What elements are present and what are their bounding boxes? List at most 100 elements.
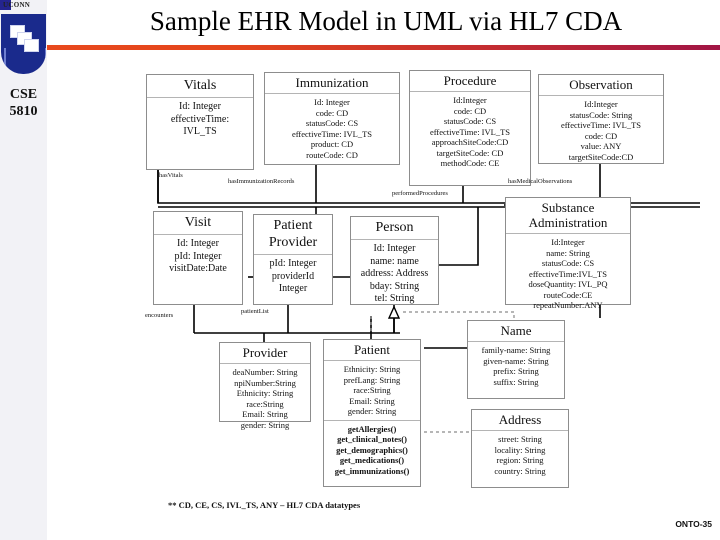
datatype-footnote: ** CD, CE, CS, IVL_TS, ANY – HL7 CDA dat… [168, 500, 361, 510]
uml-attribute: region: String [496, 455, 544, 465]
uml-operation: get_clinical_notes() [337, 434, 407, 444]
uml-attribute: repeatNumber:ANY [533, 300, 603, 310]
uml-attributes: Id:Integer code: CD statusCode: CS effec… [410, 92, 530, 172]
uml-attribute: code: CD [315, 107, 349, 118]
slide-title: Sample EHR Model in UML via HL7 CDA [149, 6, 623, 36]
uml-attribute: statusCode: CS [305, 118, 359, 128]
uml-class-name: Name [468, 321, 564, 342]
uml-class-address[interactable]: Address street: String locality: String … [471, 409, 569, 488]
uml-operations: getAllergies() get_clinical_notes() get_… [324, 419, 420, 480]
uml-attributes: Id:Integer name: String statusCode: CS e… [506, 234, 630, 314]
generalization-arrow [387, 305, 401, 333]
uml-class-vitals[interactable]: Vitals Id: Integer effectiveTime: IVL_TS [146, 74, 254, 170]
slide-page-tag: ONTO-35 [675, 519, 712, 529]
uml-attribute: given-name: String [483, 355, 549, 366]
uml-attributes: Id: Integer pId: Integer visitDate:Date [154, 235, 242, 279]
uml-attribute: gender: String [240, 419, 290, 430]
uml-attribute: Id:Integer [584, 99, 618, 109]
uml-attribute: product: CD [310, 139, 354, 149]
uml-class-name: Immunization [265, 73, 399, 94]
uml-attribute: effectiveTime:IVL_TS [529, 268, 607, 279]
uml-attribute: Id:Integer [453, 95, 487, 105]
uml-attribute: Id: Integer [177, 238, 219, 249]
edge-label-performed-procedures: performedProcedures [392, 190, 448, 197]
logo-arc [4, 48, 46, 74]
uml-attribute: code: CD [584, 130, 618, 141]
uml-class-visit[interactable]: Visit Id: Integer pId: Integer visitDate… [153, 211, 243, 305]
uml-operation: get_immunizations() [334, 465, 410, 476]
course-code-line2: 5810 [9, 104, 38, 119]
uml-class-name: Observation [539, 75, 663, 96]
uml-attribute: family-name: String [481, 345, 551, 355]
uml-class-name: Address [472, 410, 568, 431]
uml-attribute: effectiveTime: IVL_TS [291, 128, 373, 139]
uml-attribute: doseQuantity: IVL_PQ [528, 279, 608, 289]
uml-attribute: pId: Integer [269, 258, 317, 269]
uml-attributes: pId: Integer providerId Integer [254, 255, 332, 299]
uml-class-patient[interactable]: Patient Ethnicity: String prefLang: Stri… [323, 339, 421, 487]
uml-attribute: effectiveTime: IVL_TS [560, 120, 642, 130]
uml-attribute: code: CD [453, 105, 487, 116]
uml-attribute: visitDate:Date [169, 263, 227, 274]
uml-attribute: IVL_TS [183, 126, 217, 137]
uml-operation: getAllergies() [347, 423, 397, 434]
uml-attribute: locality: String [494, 444, 546, 455]
uml-attribute: tel: String [374, 293, 415, 304]
uml-attribute: street: String [498, 434, 542, 444]
uml-class-provider[interactable]: Provider deaNumber: String npiNumber:Str… [219, 342, 311, 430]
title-underline-rule [47, 45, 720, 50]
uml-class-name-class[interactable]: Name family-name: String given-name: Str… [467, 320, 565, 399]
uml-attribute: race:String [246, 398, 284, 409]
uml-attribute: bday: String [369, 280, 420, 292]
uml-attribute: statusCode: String [569, 109, 633, 120]
uml-attribute: prefLang: String [343, 374, 401, 385]
uml-attribute: effectiveTime: [170, 113, 230, 125]
uml-attribute: Ethnicity: String [236, 388, 294, 398]
uml-attribute: name: String [546, 247, 590, 258]
uml-class-name: Provider [220, 343, 310, 364]
uml-attributes: Id: Integer code: CD statusCode: CS effe… [265, 94, 399, 163]
uml-class-name: Visit [154, 212, 242, 235]
uml-attribute: deaNumber: String [232, 367, 298, 377]
edge-label-patient-list: patientList [241, 308, 269, 315]
course-code-line1: CSE [9, 87, 38, 102]
uml-attributes: street: String locality: String region: … [472, 431, 568, 479]
uml-attribute: race:String [353, 385, 391, 395]
uml-attribute: Email: String [349, 395, 395, 406]
edge-label-has-medical-observations: hasMedicalObservations [508, 178, 573, 185]
uml-attribute: suffix: String [493, 376, 539, 387]
uml-attribute: prefix: String [493, 366, 539, 376]
uml-class-name: Vitals [147, 75, 253, 98]
uml-attribute: methodCode: CE [440, 158, 500, 168]
uml-attribute: targetSiteCode: CD [436, 147, 504, 158]
uml-operation: get_demographics() [336, 444, 408, 455]
edge-label-has-vitals: hasVitals [159, 172, 183, 179]
uml-attributes: deaNumber: String npiNumber:String Ethni… [220, 364, 310, 433]
uml-class-procedure[interactable]: Procedure Id:Integer code: CD statusCode… [409, 70, 531, 186]
uml-class-name: Person [351, 217, 438, 240]
uml-class-immunization[interactable]: Immunization Id: Integer code: CD status… [264, 72, 400, 165]
uml-attribute: pId: Integer [174, 250, 222, 262]
uml-attribute: statusCode: CS [541, 258, 595, 268]
uml-attribute: routeCode: CD [306, 149, 358, 160]
uml-attribute: providerId [271, 270, 315, 282]
uml-class-person[interactable]: Person Id: Integer name: name address: A… [350, 216, 439, 305]
uml-attributes: Id: Integer effectiveTime: IVL_TS [147, 98, 253, 142]
uml-attributes: Id:Integer statusCode: String effectiveT… [539, 96, 663, 165]
uml-class-observation[interactable]: Observation Id:Integer statusCode: Strin… [538, 74, 664, 164]
uconn-logo [1, 14, 46, 74]
uml-attribute: Integer [278, 283, 308, 294]
uml-attribute: value: ANY [580, 141, 622, 151]
uml-attribute: Id:Integer [551, 237, 585, 247]
uml-attributes: family-name: String given-name: String p… [468, 342, 564, 390]
slide-sidebar: UCONN CSE 5810 [0, 0, 47, 540]
uml-operation: get_medications() [339, 455, 405, 465]
uml-class-name: Patient [324, 340, 420, 361]
uml-attribute: gender: String [347, 406, 397, 416]
uml-attributes: Ethnicity: String prefLang: String race:… [324, 361, 420, 420]
uml-attribute: statusCode: CS [443, 116, 497, 126]
